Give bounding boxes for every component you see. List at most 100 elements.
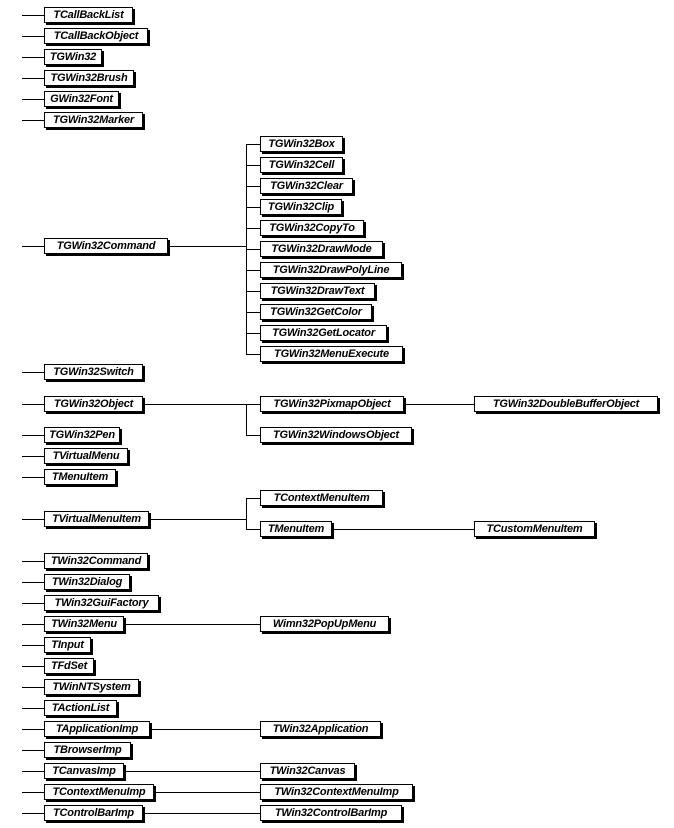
connector-line-horizontal xyxy=(246,249,260,250)
connector-line-horizontal xyxy=(126,771,246,772)
class-node-twin32contextmenuimp[interactable]: TWin32ContextMenuImp xyxy=(260,784,413,800)
class-node-label: TMenuItem xyxy=(51,471,109,483)
class-node-tgwin32pixmapobject[interactable]: TGWin32PixmapObject xyxy=(260,396,404,412)
class-node-label: TWin32ControlBarImp xyxy=(274,807,388,819)
connector-line-horizontal xyxy=(246,144,260,145)
connector-line-horizontal xyxy=(22,246,44,247)
connector-line-horizontal xyxy=(22,456,44,457)
class-node-tvirtualmenu[interactable]: TVirtualMenu xyxy=(44,448,128,464)
class-node-tgwin32drawpolyline[interactable]: TGWin32DrawPolyLine xyxy=(260,262,402,278)
class-node-label: TMenuItem xyxy=(267,523,325,535)
class-node-twin32command[interactable]: TWin32Command xyxy=(44,553,148,569)
class-node-tbrowserimp[interactable]: TBrowserImp xyxy=(44,742,131,758)
class-node-tgwin32cell[interactable]: TGWin32Cell xyxy=(260,157,343,173)
class-node-tgwin32drawmode[interactable]: TGWin32DrawMode xyxy=(260,241,383,257)
connector-line-horizontal xyxy=(22,519,44,520)
class-node-twinntsystem[interactable]: TWinNTSystem xyxy=(44,679,139,695)
class-node-tmenuitem[interactable]: TMenuItem xyxy=(44,469,116,485)
class-node-twin32menu[interactable]: TWin32Menu xyxy=(44,616,124,632)
connector-line-horizontal xyxy=(246,291,260,292)
class-node-label: TVirtualMenuItem xyxy=(52,513,141,525)
class-node-twin32dialog[interactable]: TWin32Dialog xyxy=(44,574,130,590)
class-node-tvirtualmenuitem[interactable]: TVirtualMenuItem xyxy=(44,511,149,527)
class-node-twin32canvas[interactable]: TWin32Canvas xyxy=(260,763,355,779)
class-node-tgwin32command[interactable]: TGWin32Command xyxy=(44,238,168,254)
class-node-twin32application[interactable]: TWin32Application xyxy=(260,721,381,737)
class-node-tinput[interactable]: TInput xyxy=(44,637,91,653)
class-node-twin32controlbarimp[interactable]: TWin32ControlBarImp xyxy=(260,805,402,821)
class-node-tgwin32windowsobject[interactable]: TGWin32WindowsObject xyxy=(260,427,412,443)
connector-line-horizontal xyxy=(151,519,246,520)
class-node-tcanvasimp[interactable]: TCanvasImp xyxy=(44,763,124,779)
class-node-label: TGWin32DoubleBufferObject xyxy=(492,398,640,410)
connector-line-horizontal xyxy=(22,57,44,58)
connector-line-horizontal xyxy=(22,99,44,100)
connector-line-horizontal xyxy=(145,813,246,814)
class-node-label: TActionList xyxy=(51,702,110,714)
connector-line-horizontal xyxy=(22,78,44,79)
class-node-twin32guifactory[interactable]: TWin32GuiFactory xyxy=(44,595,159,611)
class-node-tgwin32clear[interactable]: TGWin32Clear xyxy=(260,178,353,194)
class-node-tcontextmenuitem[interactable]: TContextMenuItem xyxy=(260,490,383,506)
class-node-label: TGWin32DrawPolyLine xyxy=(272,264,390,276)
class-node-tgwin32getcolor[interactable]: TGWin32GetColor xyxy=(260,304,372,320)
class-node-label: TControlBarImp xyxy=(53,807,134,819)
class-node-tcontrolbarimp[interactable]: TControlBarImp xyxy=(44,805,143,821)
class-node-label: GWin32Font xyxy=(50,93,113,105)
connector-line-horizontal xyxy=(126,624,246,625)
connector-line-vertical xyxy=(246,498,247,529)
class-node-tgwin32copyto[interactable]: TGWin32CopyTo xyxy=(260,220,364,236)
class-node-label: TCanvasImp xyxy=(52,765,116,777)
connector-line-horizontal xyxy=(22,15,44,16)
class-node-tapplicationimp[interactable]: TApplicationImp xyxy=(44,721,150,737)
connector-line-horizontal xyxy=(246,312,260,313)
class-node-label: TWin32Command xyxy=(50,555,142,567)
class-node-tgwin32getlocator[interactable]: TGWin32GetLocator xyxy=(260,325,387,341)
class-node-label: TGWin32Brush xyxy=(50,72,128,84)
class-node-label: TVirtualMenu xyxy=(52,450,120,462)
class-node-tgwin32switch[interactable]: TGWin32Switch xyxy=(44,364,143,380)
class-node-label: TGWin32DrawMode xyxy=(271,243,372,255)
connector-line-horizontal xyxy=(246,207,260,208)
class-node-tcallbackobject[interactable]: TCallBackObject xyxy=(44,28,148,44)
connector-line-horizontal xyxy=(22,120,44,121)
class-node-tgwin32clip[interactable]: TGWin32Clip xyxy=(260,199,342,215)
class-node-tgwin32doublebufferobject[interactable]: TGWin32DoubleBufferObject xyxy=(474,396,658,412)
class-node-label: TGWin32WindowsObject xyxy=(273,429,399,441)
connector-line-horizontal xyxy=(246,404,260,405)
class-node-label: TInput xyxy=(51,639,84,651)
class-node-label: TGWin32Marker xyxy=(52,114,135,126)
connector-line-horizontal xyxy=(22,708,44,709)
connector-line-horizontal xyxy=(22,687,44,688)
class-node-label: TWin32Menu xyxy=(51,618,117,630)
class-node-tcontextmenuimp[interactable]: TContextMenuImp xyxy=(44,784,154,800)
class-node-label: TGWin32Clip xyxy=(267,201,335,213)
class-node-tgwin32drawtext[interactable]: TGWin32DrawText xyxy=(260,283,375,299)
class-node-gwin32font[interactable]: GWin32Font xyxy=(44,91,119,107)
class-node-tactionlist[interactable]: TActionList xyxy=(44,700,117,716)
connector-line-horizontal xyxy=(22,813,44,814)
class-node-tcallbacklist[interactable]: TCallBackList xyxy=(44,7,133,23)
connector-line-horizontal xyxy=(246,333,260,334)
class-node-label: TGWin32Command xyxy=(56,240,156,252)
class-node-tgwin32marker[interactable]: TGWin32Marker xyxy=(44,112,143,128)
class-node-label: TWin32ContextMenuImp xyxy=(274,786,399,798)
class-node-tgwin32[interactable]: TGWin32 xyxy=(44,49,102,65)
connector-line-horizontal xyxy=(246,529,260,530)
class-node-tgwin32pen[interactable]: TGWin32Pen xyxy=(44,427,120,443)
class-node-tgwin32box[interactable]: TGWin32Box xyxy=(260,136,343,152)
connector-line-horizontal xyxy=(246,729,260,730)
class-node-tcustommenuitem[interactable]: TCustomMenuItem xyxy=(474,521,595,537)
class-node-tfdset[interactable]: TFdSet xyxy=(44,658,94,674)
class-node-tgwin32menuexecute[interactable]: TGWin32MenuExecute xyxy=(260,346,403,362)
class-node-label: TWin32Application xyxy=(272,723,369,735)
class-node-label: TCallBackList xyxy=(53,9,124,21)
connector-line-vertical xyxy=(246,404,247,435)
connector-line-horizontal xyxy=(246,165,260,166)
class-node-tgwin32brush[interactable]: TGWin32Brush xyxy=(44,70,134,86)
class-node-tgwin32object[interactable]: TGWin32Object xyxy=(44,396,143,412)
class-node-tmenuitem[interactable]: TMenuItem xyxy=(260,521,332,537)
class-node-wimn32popupmenu[interactable]: Wimn32PopUpMenu xyxy=(260,616,389,632)
connector-line-horizontal xyxy=(246,771,260,772)
class-node-label: TContextMenuImp xyxy=(52,786,146,798)
